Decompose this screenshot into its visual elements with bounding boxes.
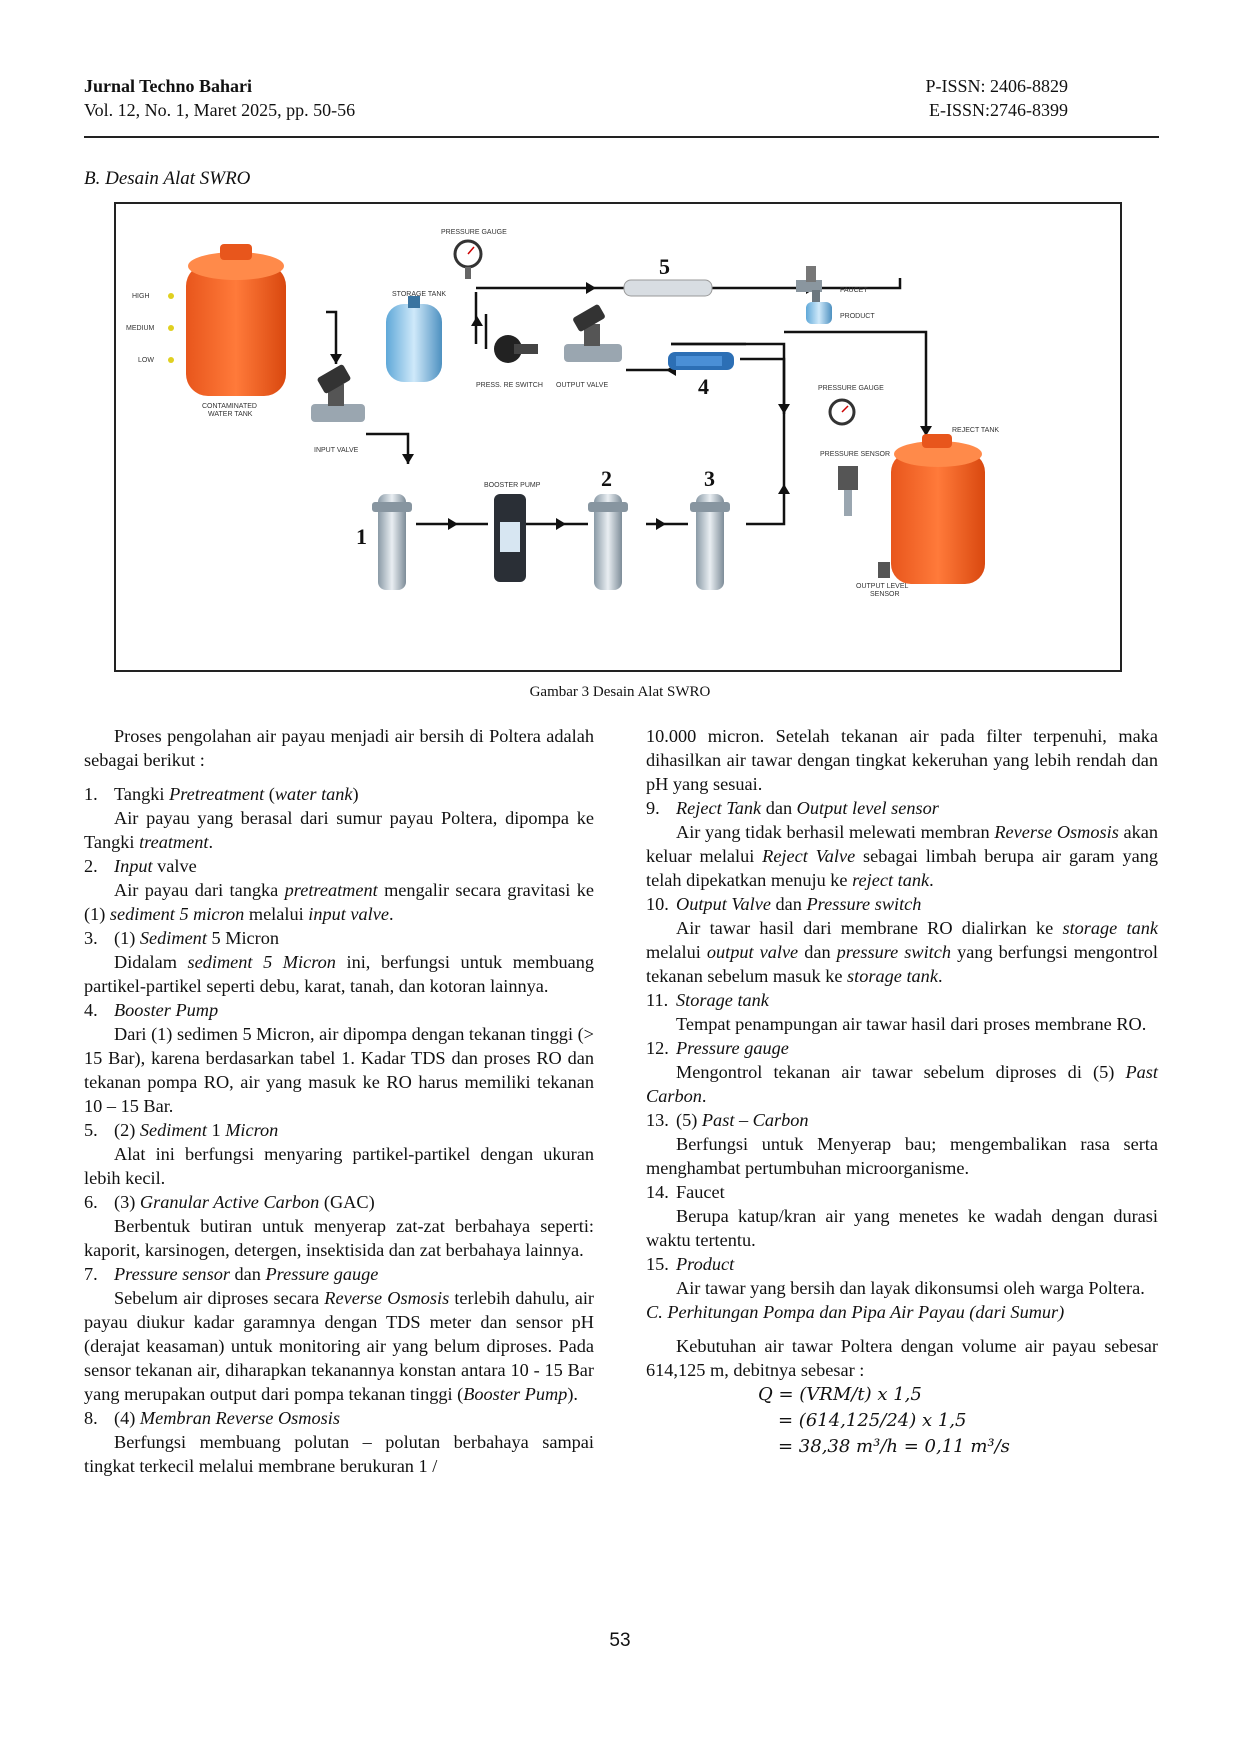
page-number: 53 — [609, 1630, 631, 1651]
label-storage-tank: STORAGE TANK — [392, 291, 446, 298]
label-output-level: OUTPUT LEVEL — [856, 583, 908, 590]
list-item-body: Air tawar yang bersih dan layak dikonsum… — [676, 1278, 1145, 1298]
eissn: E-ISSN:2746-8399 — [929, 100, 1068, 120]
label-1: 1 — [356, 524, 367, 549]
section-c-heading: C. Perhitungan Pompa dan Pipa Air Payau … — [646, 1302, 1065, 1322]
label-water-tank: WATER TANK — [208, 411, 253, 418]
input-valve-icon — [311, 364, 365, 422]
running-header-left: Jurnal Techno Bahari Vol. 12, No. 1, Mar… — [84, 74, 355, 122]
label-reject-tank: REJECT TANK — [952, 427, 999, 434]
label-product: PRODUCT — [840, 313, 875, 320]
list-item-title: 12.Pressure gauge — [646, 1038, 789, 1058]
list-item-title: 6.(3) Granular Active Carbon (GAC) — [84, 1192, 375, 1212]
left-column: Proses pengolahan air payau menjadi air … — [84, 724, 594, 1478]
continued-paragraph: 10.000 micron. Setelah tekanan air pada … — [646, 726, 1158, 794]
label-pressure-switch: PRESS. RE SWITCH — [476, 382, 543, 389]
process-list-left: 1.Tangki Pretreatment (water tank) Air p… — [84, 782, 594, 1478]
label-contaminated: CONTAMINATED — [202, 403, 257, 410]
booster-pump-icon — [494, 494, 526, 582]
product-container-icon — [806, 302, 832, 324]
label-high: HIGH — [132, 293, 150, 300]
list-item-body: Air payau yang berasal dari sumur payau … — [84, 808, 594, 852]
storage-tank-icon — [386, 296, 442, 382]
section-b-heading: B. Desain Alat SWRO — [84, 168, 251, 189]
list-item-body: Berfungsi untuk Menyerap bau; mengembali… — [646, 1134, 1158, 1178]
output-valve-icon — [564, 304, 622, 362]
list-item-body: Dari (1) sedimen 5 Micron, air dipompa d… — [84, 1024, 594, 1116]
reject-tank-icon — [891, 434, 985, 584]
list-item-body: Alat ini berfungsi menyaring partikel-pa… — [84, 1144, 594, 1188]
label-input-valve: INPUT VALVE — [314, 447, 359, 454]
faucet-icon — [796, 266, 822, 304]
label-faucet: FAUCET — [840, 287, 868, 294]
formula-line-3: = 38,38 m³/h = 0,11 m³/s — [778, 1436, 1010, 1457]
list-item-title: 4.Booster Pump — [84, 1000, 219, 1020]
list-item-body: Air payau dari tangka pretreatment menga… — [84, 880, 594, 924]
journal-name: Jurnal Techno Bahari — [84, 76, 253, 96]
label-output-level-sensor: SENSOR — [870, 591, 900, 598]
level-indicators — [168, 293, 174, 363]
ro-membrane-icon — [668, 352, 734, 370]
list-item-body: Didalam sediment 5 Micron ini, berfungsi… — [84, 952, 594, 996]
past-carbon-filter-icon — [623, 279, 713, 297]
label-3: 3 — [704, 466, 715, 491]
pressure-gauge-right-icon — [828, 398, 856, 426]
pressure-switch-icon — [494, 335, 538, 363]
list-item-title: 11.Storage tank — [646, 990, 769, 1010]
list-item-body: Mengontrol tekanan air tawar sebelum dip… — [646, 1062, 1158, 1106]
label-pressure-gauge-top: PRESSURE GAUGE — [441, 229, 507, 236]
list-item-title: 13.(5) Past – Carbon — [646, 1110, 809, 1130]
list-item-body: Sebelum air diproses secara Reverse Osmo… — [84, 1288, 595, 1404]
label-5: 5 — [659, 254, 670, 279]
gac-filter-3-icon — [690, 494, 730, 590]
journal-volume: Vol. 12, No. 1, Maret 2025, pp. 50-56 — [84, 100, 356, 120]
pressure-sensor-icon — [838, 466, 858, 516]
flow-arrows — [330, 282, 932, 530]
sediment-filter-1-icon — [372, 494, 412, 590]
list-item-title: 9.Reject Tank dan Output level sensor — [646, 798, 939, 818]
list-item-title: 2.Input valve — [84, 856, 197, 876]
list-item-title: 15.Product — [646, 1254, 735, 1274]
label-booster-pump: BOOSTER PUMP — [484, 482, 541, 489]
list-item-title: 10.Output Valve dan Pressure switch — [646, 894, 922, 914]
list-item-body: Berupa katup/kran air yang menetes ke wa… — [646, 1206, 1158, 1250]
label-medium: MEDIUM — [126, 325, 155, 332]
calc-intro: Kebutuhan air tawar Poltera dengan volum… — [646, 1336, 1158, 1380]
list-item-title: 5.(2) Sediment 1 Micron — [84, 1120, 279, 1140]
intro-paragraph: Proses pengolahan air payau menjadi air … — [84, 726, 594, 770]
list-item-body: Air tawar hasil dari membrane RO dialirk… — [646, 918, 1158, 986]
contaminated-water-tank-icon — [186, 244, 286, 396]
list-item-body: Berbentuk butiran untuk menyerap zat-zat… — [84, 1216, 594, 1260]
list-item-title: 7.Pressure sensor dan Pressure gauge — [84, 1264, 379, 1284]
sediment-filter-2-icon — [588, 494, 628, 590]
figure-caption: Gambar 3 Desain Alat SWRO — [529, 684, 711, 700]
pissn: P-ISSN: 2406-8829 — [925, 76, 1068, 96]
right-column: 10.000 micron. Setelah tekanan air pada … — [646, 724, 1158, 1460]
list-item-title: 14.Faucet — [646, 1182, 725, 1202]
formula-line-2: = (614,125/24) x 1,5 — [778, 1410, 967, 1431]
label-pressure-gauge-right: PRESSURE GAUGE — [818, 385, 884, 392]
output-level-sensor-icon — [878, 562, 890, 578]
list-item-body: Air yang tidak berhasil melewati membran… — [646, 822, 1158, 890]
list-item-body: Berfungsi membuang polutan – polutan ber… — [84, 1432, 594, 1476]
swro-diagram: HIGH MEDIUM LOW CONTAMINATED WATER TANK … — [126, 229, 999, 598]
label-low: LOW — [138, 357, 154, 364]
flow-formula: Q = (VRM/t) x 1,5 = (614,125/24) x 1,5 =… — [646, 1382, 1158, 1460]
label-pressure-sensor: PRESSURE SENSOR — [820, 451, 890, 458]
header-rule — [84, 136, 1159, 138]
list-item-title: 8.(4) Membran Reverse Osmosis — [84, 1408, 340, 1428]
swro-design-figure: HIGH MEDIUM LOW CONTAMINATED WATER TANK … — [114, 202, 1122, 672]
pressure-gauge-top-icon — [453, 239, 483, 279]
running-header-right: P-ISSN: 2406-8829 E-ISSN:2746-8399 — [925, 74, 1068, 122]
label-output-valve: OUTPUT VALVE — [556, 382, 608, 389]
formula-line-1: Q = (VRM/t) x 1,5 — [758, 1384, 922, 1405]
label-4: 4 — [698, 374, 709, 399]
label-2: 2 — [601, 466, 612, 491]
list-item-body: Tempat penampungan air tawar hasil dari … — [676, 1014, 1147, 1034]
list-item-title: 3.(1) Sediment 5 Micron — [84, 928, 280, 948]
list-item-title: 1.Tangki Pretreatment (water tank) — [84, 784, 359, 804]
